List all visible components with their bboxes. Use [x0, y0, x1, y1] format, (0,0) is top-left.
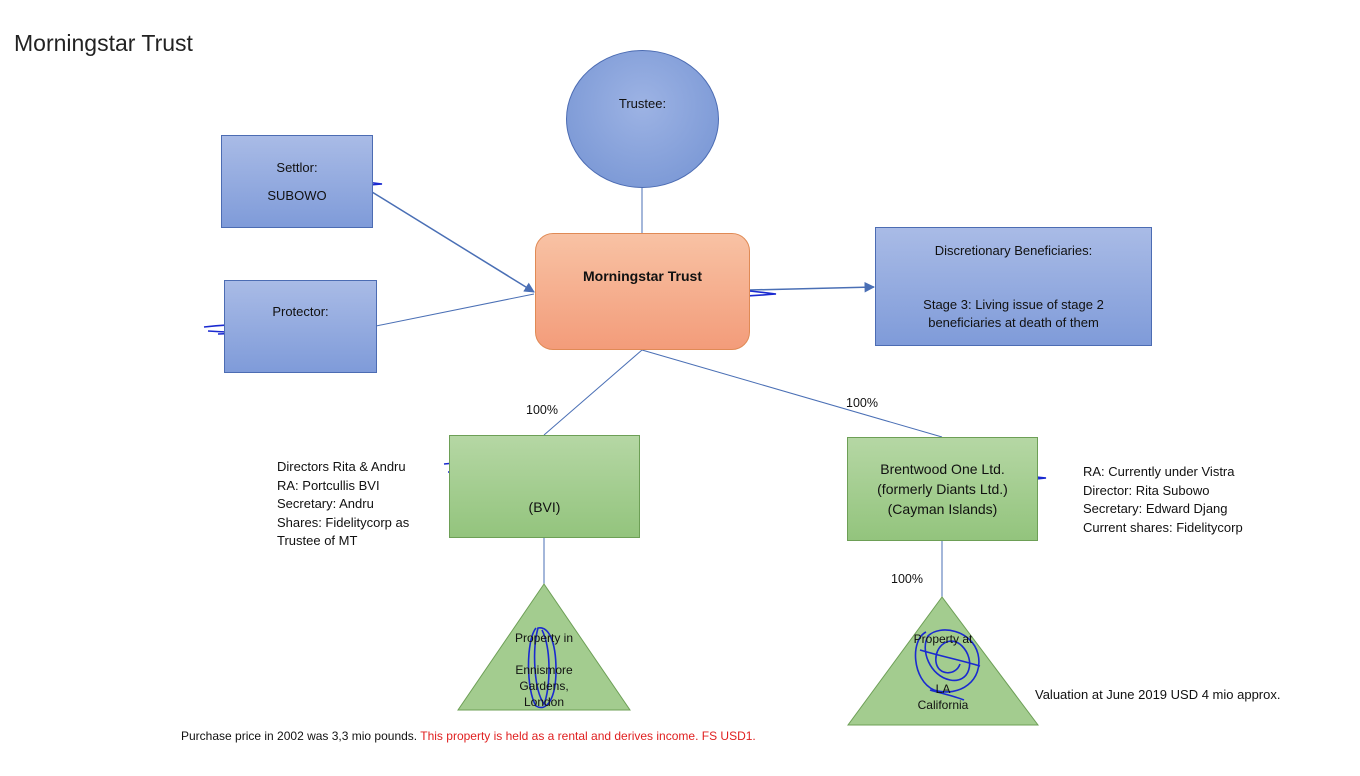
bvi-company-node: (BVI) [449, 435, 640, 538]
bvi-note-line: Shares: Fidelitycorp as [277, 514, 410, 530]
settlor-arrow [371, 191, 535, 293]
beneficiaries-node: Discretionary Beneficiaries: Stage 3: Li… [875, 227, 1152, 346]
protector-label: Protector: [272, 303, 329, 319]
cayman-notes: RA: Currently under Vistra Director: Rit… [1083, 463, 1243, 537]
protector-node: Protector: [224, 280, 377, 373]
trustee-label: Trustee: [618, 96, 667, 111]
cayman-note-line: Secretary: Edward Djang [1083, 501, 1228, 516]
bvi-note-line: Secretary: Andru [277, 496, 374, 511]
cayman-company-jurisdiction: (Cayman Islands) [887, 501, 998, 517]
footer-note: Purchase price in 2002 was 3,3 mio pound… [181, 729, 756, 743]
bvi-notes: Directors Rita & Andru RA: Portcullis BV… [277, 458, 409, 551]
london-property-line: Gardens, [519, 679, 569, 693]
london-property-line: London [523, 695, 565, 709]
cayman-company-node: Brentwood One Ltd. (formerly Diants Ltd.… [847, 437, 1038, 541]
valuation-note: Valuation at June 2019 USD 4 mio approx. [1035, 687, 1281, 702]
california-property-line: LA [935, 682, 951, 696]
cayman-company-name: Brentwood One Ltd. [880, 461, 1005, 477]
bvi-ownership-percent: 100% [526, 403, 558, 417]
protector-connector [375, 293, 535, 327]
beneficiaries-arrow [748, 281, 876, 293]
california-address-redaction [914, 629, 981, 701]
california-property-line: California [917, 698, 969, 712]
london-property-triangle [457, 583, 631, 711]
london-property-line: Ennismore [515, 663, 573, 677]
settlor-label: Settlor: [276, 159, 318, 175]
bvi-company-jurisdiction: (BVI) [528, 498, 561, 515]
california-property-triangle [847, 596, 1039, 726]
bvi-note-line: Directors Rita & Andru [277, 459, 406, 474]
trust-name: Morningstar Trust [582, 267, 702, 284]
footer-rental-note: This property is held as a rental and de… [420, 729, 756, 743]
cayman-note-line: RA: Currently under Vistra [1083, 464, 1235, 479]
california-property-label: Property at LA California [893, 631, 993, 713]
settlor-node: Settlor: SUBOWO [221, 135, 373, 228]
trust-node: Morningstar Trust [535, 233, 750, 350]
cayman-note-line: Director: Rita Subowo [1083, 482, 1210, 498]
cayman-ownership-percent: 100% [846, 396, 878, 410]
bvi-note-line: Trustee of MT [277, 533, 358, 548]
london-address-redaction [527, 627, 557, 709]
page-title: Morningstar Trust [14, 30, 193, 56]
cayman-company-former-name: (formerly Diants Ltd.) [877, 481, 1008, 497]
bvi-note-line: RA: Portcullis BVI [277, 477, 380, 493]
footer-purchase-price: Purchase price in 2002 was 3,3 mio pound… [181, 729, 421, 743]
settlor-name: SUBOWO [267, 187, 327, 203]
cayman-ownership-line [641, 349, 943, 438]
beneficiaries-stage3: Stage 3: Living issue of stage 2 [923, 296, 1104, 312]
london-property-label: Property in Ennismore Gardens, London [494, 630, 594, 710]
cayman-note-line: Current shares: Fidelitycorp [1083, 519, 1243, 535]
trustee-node: Trustee: [566, 50, 719, 188]
california-property-line: Property at [913, 632, 973, 646]
london-property-line: Property in [514, 631, 574, 645]
beneficiaries-label: Discretionary Beneficiaries: [934, 242, 1093, 258]
bvi-ownership-line [543, 349, 643, 436]
california-property-ownership-percent: 100% [891, 572, 923, 586]
beneficiaries-stage3-cont: beneficiaries at death of them [928, 314, 1099, 330]
